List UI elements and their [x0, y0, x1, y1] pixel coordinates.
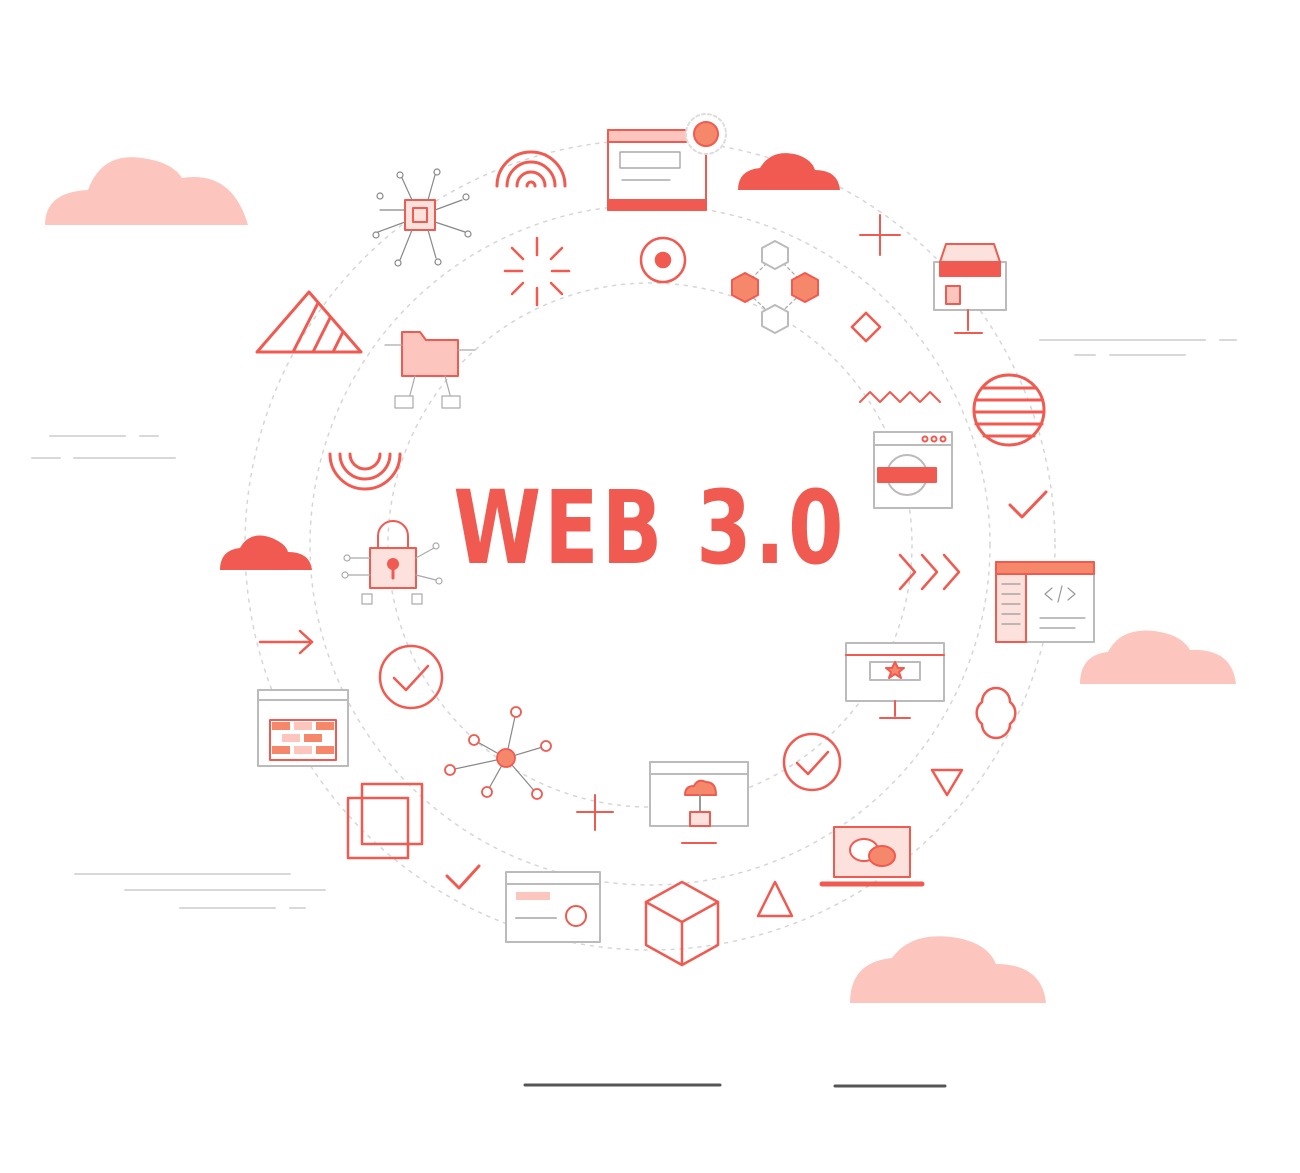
page-title: WEB 3.0 [453, 469, 847, 588]
arrow-right-icon [258, 629, 314, 655]
triangle-striped-icon [255, 290, 363, 354]
target-icon [639, 236, 687, 284]
padlock-network-icon [341, 520, 443, 605]
monitor-cloud-icon [649, 761, 749, 844]
plus-icon [859, 214, 901, 256]
cloud-icon [1080, 630, 1236, 684]
rainbow-icon [495, 150, 567, 188]
blockchain-cubes-icon [731, 240, 819, 334]
chevrons-icon [898, 553, 961, 591]
striped-circle-icon [972, 373, 1046, 447]
square-frame-icon [346, 782, 424, 860]
cloud-icon [45, 157, 248, 225]
cloud-icon [850, 936, 1046, 1003]
folder-network-icon [384, 331, 476, 409]
plus-icon [576, 794, 614, 831]
sparkle-icon [503, 236, 571, 307]
clover-icon [975, 686, 1017, 740]
speed-lines [31, 339, 1237, 909]
ground-shadow [523, 1083, 947, 1088]
code-window-icon [995, 561, 1095, 643]
cube-icon [644, 880, 720, 967]
funnel-triangle-icon [930, 768, 964, 797]
cloud-icon [738, 153, 840, 190]
cloud-icon [220, 535, 312, 570]
check-circle-icon [378, 644, 444, 710]
monitor-rating-icon [845, 642, 945, 719]
zigzag-icon [859, 391, 941, 403]
browser-captcha-icon [873, 431, 953, 509]
browser-window-icon [607, 113, 727, 211]
store-kiosk-icon [933, 243, 1007, 334]
firewall-icon [257, 689, 349, 767]
browser-settings-icon [505, 871, 601, 943]
diamond-icon [850, 311, 882, 343]
node-network-icon [444, 706, 552, 800]
checkmark-icon [445, 864, 481, 890]
rainbow-icon [328, 452, 402, 491]
checkmark-icon [1008, 490, 1048, 519]
chip-network-icon [372, 168, 472, 267]
check-circle-icon [782, 732, 842, 792]
triangle-icon [756, 880, 794, 918]
laptop-chat-icon [819, 826, 925, 887]
